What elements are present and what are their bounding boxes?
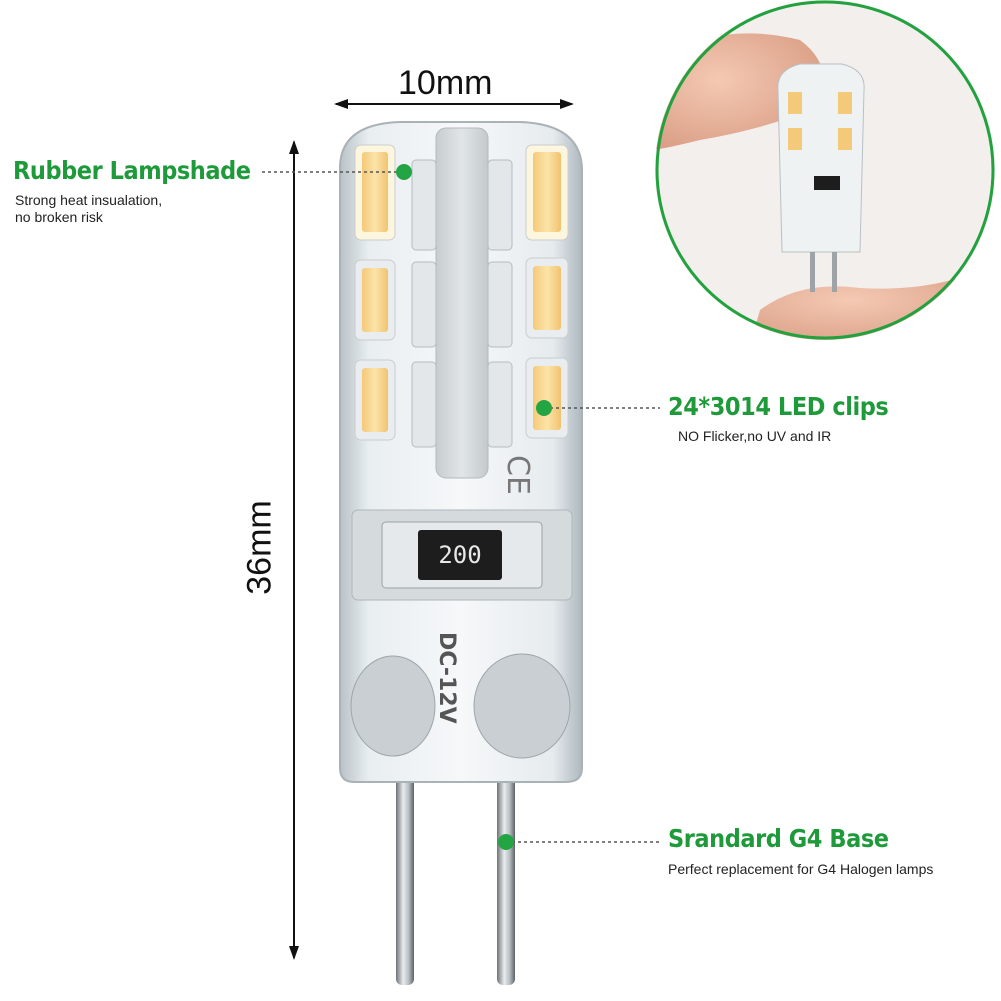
g4-pins [396, 770, 515, 985]
bulb-body: CE 200 DC-12V [339, 121, 583, 783]
voltage-marking: DC-12V [434, 632, 459, 724]
lampshade-title: Rubber Lampshade [13, 156, 251, 185]
led-title: 24*3014 LED clips [668, 392, 889, 421]
base-desc: Perfect replacement for G4 Halogen lamps [668, 861, 934, 877]
height-dimension [289, 140, 299, 960]
lampshade-desc-2: no broken risk [15, 209, 103, 225]
inset-photo [655, 0, 995, 340]
led-dot [536, 400, 552, 416]
lampshade-desc-1: Strong heat insualation, [15, 192, 163, 208]
base-title: Srandard G4 Base [668, 824, 889, 853]
width-label: 10mm [398, 64, 493, 102]
led-desc: NO Flicker,no UV and IR [678, 428, 832, 444]
callout-leaders [262, 164, 660, 850]
lampshade-dot [396, 164, 412, 180]
height-label: 36mm [240, 500, 279, 595]
width-dimension [334, 99, 574, 109]
ce-mark: CE [500, 455, 535, 495]
led-chips [354, 144, 569, 448]
base-dot [498, 834, 514, 850]
resistor-code: 200 [438, 541, 481, 569]
inset-ring [655, 0, 995, 340]
